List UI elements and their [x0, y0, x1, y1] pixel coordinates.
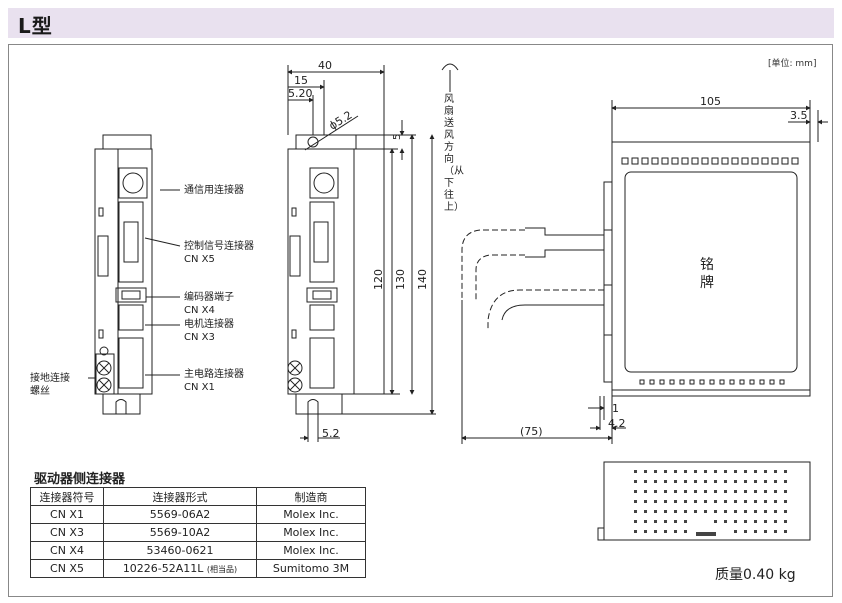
label-motor-connector: 电机连接器 — [184, 317, 234, 330]
connector-table: 连接器符号 连接器形式 制造商 CN X1 5569-06A2 Molex In… — [30, 487, 366, 578]
cell-symbol: CN X4 — [30, 541, 104, 560]
table-row: CN X1 5569-06A2 Molex Inc. — [30, 505, 366, 524]
table-row: CN X4 53460-0621 Molex Inc. — [30, 541, 366, 560]
connector-table-title: 驱动器侧连接器 — [34, 472, 126, 487]
dim-130: 130 — [394, 269, 407, 290]
unit-note: [单位: mm] — [768, 59, 817, 69]
label-motor-cn: CN X3 — [184, 332, 215, 343]
front-view-left — [88, 134, 181, 415]
cell-symbol: CN X1 — [30, 505, 104, 524]
mass-label: 质量0.40 kg — [715, 567, 796, 583]
label-ground-1: 接地连接 — [30, 371, 70, 384]
label-ctrl-cn: CN X5 — [184, 254, 215, 265]
col-header-form: 连接器形式 — [103, 487, 257, 506]
table-row: CN X3 5569-10A2 Molex Inc. — [30, 523, 366, 542]
dim-120: 120 — [372, 269, 385, 290]
title-bar: L型 — [8, 8, 834, 38]
dim-phi: ϕ5.2 — [327, 108, 355, 132]
cell-form: 53460-0621 — [103, 541, 257, 560]
label-comm-connector: 通信用连接器 — [184, 183, 244, 196]
cell-maker: Sumitomo 3M — [256, 559, 366, 578]
dim-3-5: 3.5 — [790, 109, 808, 122]
col-header-maker: 制造商 — [256, 487, 366, 506]
dim-5: 5 — [392, 134, 403, 140]
table-row: CN X5 10226-52A11L (相当品) Sumitomo 3M — [30, 559, 366, 578]
nameplate-label: 铭牌 — [700, 257, 714, 291]
cell-form: 5569-06A2 — [103, 505, 257, 524]
top-vent-grid — [634, 470, 787, 536]
table-header-row: 连接器符号 连接器形式 制造商 — [30, 487, 366, 506]
cell-maker: Molex Inc. — [256, 541, 366, 560]
cell-form: 10226-52A11L (相当品) — [103, 559, 257, 578]
top-view — [597, 461, 811, 541]
label-encoder-cn: CN X4 — [184, 305, 215, 316]
airflow-label: 风扇送风方向（从下往上） — [444, 94, 464, 213]
cell-form: 5569-10A2 — [103, 523, 257, 542]
dim-105: 105 — [700, 95, 721, 108]
dim-width-40: 40 — [318, 59, 332, 72]
dim-4-2: 4.2 — [608, 417, 626, 430]
side-vents — [621, 157, 799, 385]
front-view-right — [287, 63, 459, 442]
label-main-cn: CN X1 — [184, 382, 215, 393]
dim-75: (75) — [520, 425, 543, 438]
cell-symbol: CN X5 — [30, 559, 104, 578]
dim-5-20: 5.20 — [288, 87, 313, 100]
label-ground-2: 螺丝 — [30, 385, 50, 397]
cell-maker: Molex Inc. — [256, 505, 366, 524]
label-ctrl-connector: 控制信号连接器 — [184, 239, 254, 252]
side-view — [461, 100, 828, 444]
dim-15: 15 — [294, 74, 308, 87]
dim-1: 1 — [612, 402, 619, 415]
col-header-symbol: 连接器符号 — [30, 487, 104, 506]
page-title: L型 — [18, 14, 53, 38]
label-encoder-terminal: 编码器端子 — [184, 290, 234, 303]
cell-maker: Molex Inc. — [256, 523, 366, 542]
cell-symbol: CN X3 — [30, 523, 104, 542]
dim-5-2-bottom: 5.2 — [322, 427, 340, 440]
label-main-connector: 主电路连接器 — [184, 367, 244, 380]
dim-140: 140 — [416, 269, 429, 290]
drawing-frame — [8, 44, 833, 597]
